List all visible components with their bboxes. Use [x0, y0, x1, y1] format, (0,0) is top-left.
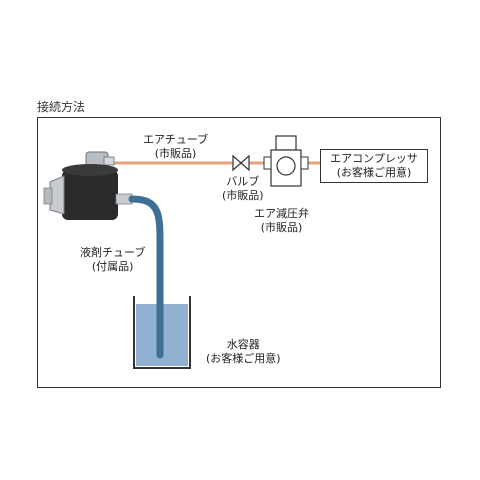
- regulator-label: エア減圧弁 (市販品): [254, 207, 309, 235]
- liquid-tube-line: [128, 195, 164, 359]
- liquid-tube-label-line2: (付属品): [91, 260, 134, 273]
- air-tube-label: エアチューブ (市販品): [143, 133, 208, 161]
- container-icon: [133, 296, 191, 369]
- valve-label-line1: バルブ: [226, 175, 260, 188]
- water-container-label-line2: (お客様ご用意): [206, 352, 281, 365]
- air-tube-label-line1: エアチューブ: [143, 133, 209, 146]
- valve-icon: [232, 154, 250, 172]
- regulator-label-line1: エア減圧弁: [254, 207, 309, 220]
- liquid-tube-label-line1: 液剤チューブ: [80, 246, 146, 259]
- compressor-label-line2: (お客様ご用意): [336, 166, 412, 179]
- valve-label: バルブ (市販品): [222, 175, 264, 203]
- page-title: 接続方法: [37, 100, 86, 114]
- compressor-label-line1: エアコンプレッサ: [330, 152, 418, 165]
- water-container-label-line1: 水容器: [226, 338, 260, 351]
- water-container-label: 水容器 (お客様ご用意): [206, 338, 281, 366]
- liquid-tube-label: 液剤チューブ (付属品): [80, 246, 145, 274]
- diagram-frame: [37, 117, 441, 388]
- air-tube-label-line2: (市販品): [154, 147, 197, 160]
- spray-nozzle-icon: [43, 151, 133, 220]
- pressure-regulator-icon: [263, 135, 309, 187]
- regulator-label-line2: (市販品): [260, 221, 303, 234]
- compressor-box: エアコンプレッサ (お客様ご用意): [320, 149, 428, 183]
- valve-label-line2: (市販品): [222, 189, 264, 202]
